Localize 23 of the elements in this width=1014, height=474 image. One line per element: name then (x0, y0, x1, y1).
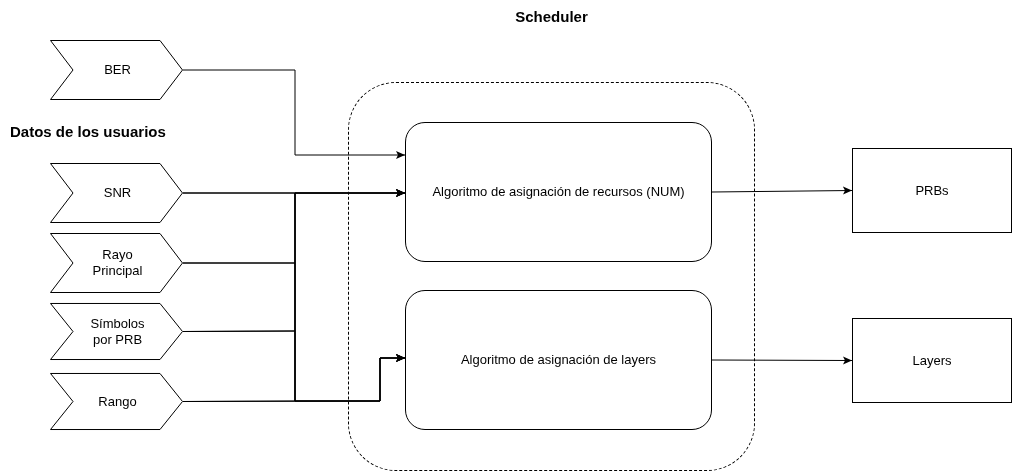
input-data-shape (50, 40, 183, 100)
input-data-shape (50, 303, 183, 360)
node-label: Algoritmo de asignación de recursos (NUM) (432, 184, 685, 200)
group-title: Scheduler (514, 7, 589, 27)
node-label: Rayo Principal (91, 247, 144, 279)
input-data-shape (50, 233, 183, 293)
section-heading: Datos de los usuarios (10, 122, 166, 142)
node-label: BER (104, 62, 131, 78)
arrow (182, 69, 406, 159)
node-label: Layers (912, 352, 952, 369)
node-label: PRBs (915, 182, 949, 199)
node-label: Símbolos por PRB (89, 315, 146, 348)
input-data-shape (50, 163, 183, 223)
node-label: SNR (103, 185, 132, 201)
node-label: Rango (98, 393, 137, 410)
arrow (711, 186, 853, 195)
output-box (852, 318, 1012, 403)
arrow (711, 356, 853, 365)
input-data-shape (50, 373, 183, 430)
node-label: Algoritmo de asignación de layers (460, 352, 657, 368)
process-box (405, 290, 712, 430)
process-box (405, 122, 712, 262)
output-box (852, 148, 1012, 233)
